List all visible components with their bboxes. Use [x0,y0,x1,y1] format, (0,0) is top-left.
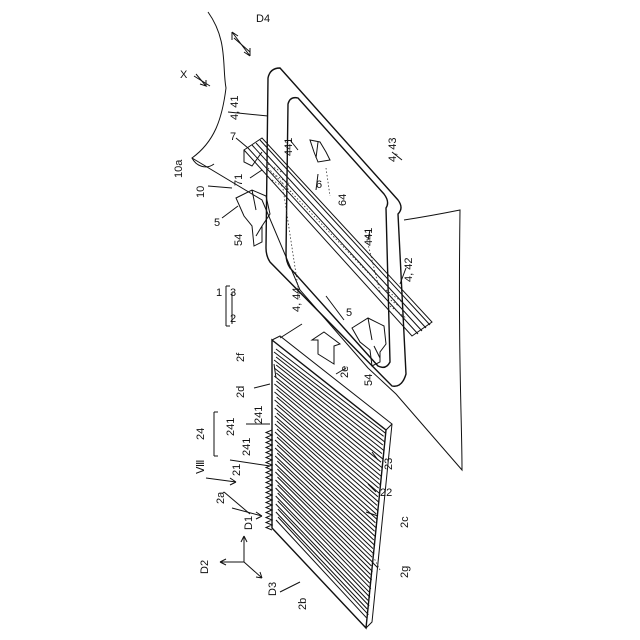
label-5-left: 5 [214,217,220,229]
label-441-top: 441 [283,138,295,156]
filter-teeth [266,430,272,530]
label-441-right: 441 [363,228,375,246]
d4-arrow [232,32,250,56]
label-22: 22 [380,487,392,499]
label-x: X [180,69,188,81]
label-6: 6 [316,179,322,191]
label-241-b: 241 [253,406,265,424]
label-1: 1 [216,287,222,299]
label-d3: D3 [267,582,279,596]
label-viii: Ⅷ [195,460,207,475]
housing-cut-line [192,158,214,167]
label-d4: D4 [256,13,270,25]
filter-fins [274,349,386,618]
x-arrow [196,74,206,86]
label-4-43: 4, 43 [387,138,399,162]
label-24: 24 [195,428,207,440]
label-2g: 2g [399,566,411,578]
label-d2: D2 [199,560,211,574]
label-2a: 2a [215,491,227,504]
label-2: 2 [230,313,236,325]
hidden-line-3 [326,168,330,196]
label-23: 23 [383,458,395,470]
axes-d1-d2-d3 [220,536,262,578]
arrow-viii [206,478,236,485]
label-4-42: 4, 42 [403,258,415,282]
brace-24 [214,412,218,456]
label-2f: 2f [235,352,247,362]
label-7: 7 [230,131,236,143]
bracket-6 [310,140,330,162]
insert-arrow [312,332,340,364]
label-4-41: 4, 41 [229,96,241,120]
label-4-44: 4, 44 [291,288,303,312]
label-d1: D1 [243,516,255,530]
label-2c: 2c [399,516,411,528]
label-21: 21 [231,464,243,476]
label-71: 71 [233,174,245,186]
label-64: 64 [337,194,349,206]
label-241-c: 241 [241,438,253,456]
label-241-a: 241 [225,418,237,436]
label-2e: 2e [339,366,351,378]
label-5-lower: 5 [346,307,352,319]
filter-teeth-zigzag [266,430,272,530]
filter-fin [275,469,373,566]
label-54-left: 54 [233,234,245,246]
label-2b: 2b [297,598,309,610]
label-10a: 10a [173,159,185,178]
label-10: 10 [195,186,207,198]
hidden-line-2 [282,182,300,300]
label-54-lower: 54 [363,374,375,386]
label-3: 3 [230,287,236,299]
label-2d: 2d [235,386,247,398]
